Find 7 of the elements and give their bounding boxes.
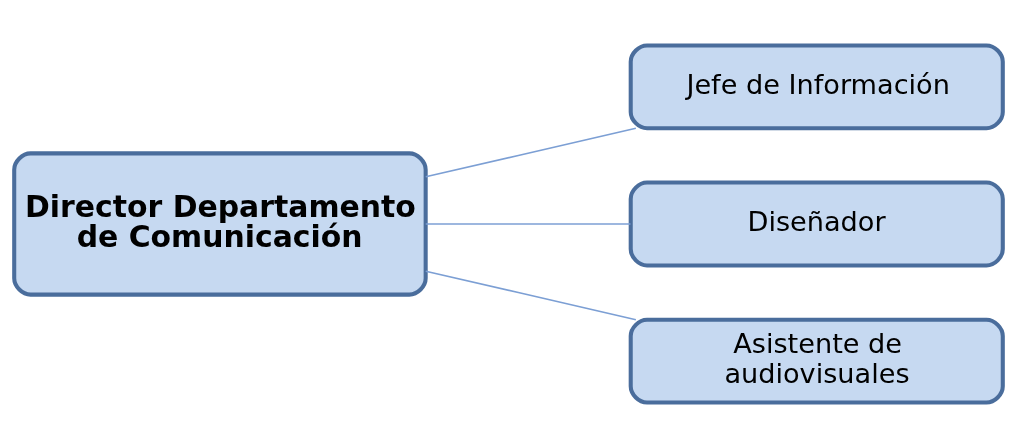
node-box: Asistente de audiovisuales xyxy=(628,317,1005,405)
connector xyxy=(424,269,637,321)
connector xyxy=(424,222,632,225)
node-box: Director Departamento de Comunicación xyxy=(12,150,428,297)
node-box: Jefe de Información xyxy=(628,42,1005,130)
connector xyxy=(424,126,637,178)
node-box: Diseñador xyxy=(628,180,1005,267)
